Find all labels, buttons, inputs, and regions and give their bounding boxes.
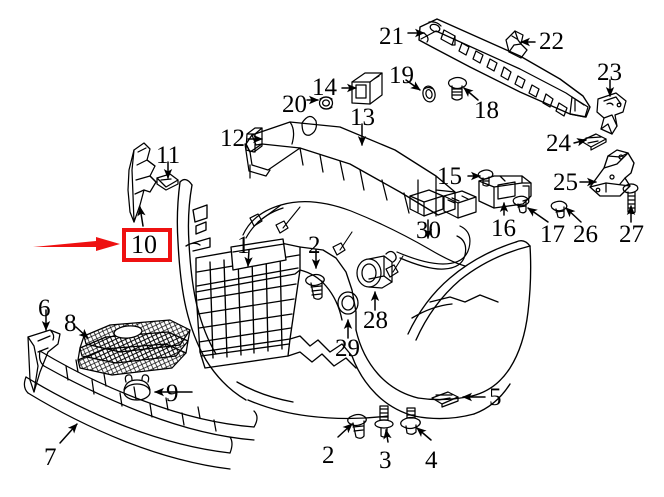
callout-label-21: 21 — [379, 23, 404, 50]
callout-label-14: 14 — [312, 74, 337, 101]
part-26-screw — [550, 200, 568, 219]
part-17-push-pin — [512, 195, 530, 214]
leader-3 — [383, 429, 392, 443]
callout-label-19: 19 — [389, 62, 414, 89]
part-28-parking-sensor — [356, 250, 397, 289]
callout-label-3: 3 — [379, 447, 392, 474]
part-9-cap-plug — [123, 374, 151, 401]
highlight-arrow — [33, 237, 120, 251]
callout-label-12: 12 — [220, 125, 245, 152]
callout-label-15: 15 — [437, 163, 462, 190]
part-24-plate-nut — [580, 133, 607, 151]
part-18-bolt — [447, 76, 468, 101]
callout-label-13: 13 — [350, 104, 375, 131]
callout-label-29: 29 — [335, 335, 360, 362]
callout-label-8: 8 — [64, 310, 77, 337]
callout-label-22: 22 — [539, 28, 564, 55]
callout-label-6: 6 — [38, 295, 51, 322]
part-22-bracket — [505, 30, 528, 59]
part-4-bolt — [400, 407, 421, 435]
leader-8 — [75, 326, 89, 339]
part-19-grommet — [422, 85, 436, 103]
part-20-plug — [318, 96, 334, 110]
part-3-screw — [374, 405, 394, 438]
leader-24 — [573, 138, 587, 147]
leader-10 — [137, 206, 146, 227]
callout-label-4: 4 — [425, 447, 438, 474]
callout-label-5: 5 — [489, 384, 502, 411]
callout-label-18: 18 — [474, 97, 499, 124]
part-21-impact-bar — [418, 18, 591, 118]
part-2-bolt-bottom — [347, 413, 367, 439]
callout-label-2b: 2 — [322, 442, 335, 469]
part-8-mesh-insert — [77, 319, 191, 376]
part-16-housing — [478, 175, 532, 209]
callout-label-16: 16 — [491, 215, 516, 242]
callout-label-20: 20 — [282, 91, 307, 118]
part-2-bolt-center — [305, 273, 325, 300]
part-5-clip-nut — [431, 391, 459, 408]
leader-19 — [405, 79, 421, 91]
callout-label-17: 17 — [540, 221, 565, 248]
part-1-bumper-cover-assembly — [176, 178, 532, 420]
leader-17 — [527, 207, 549, 223]
leader-7 — [59, 423, 78, 444]
callout-label-2a: 2 — [308, 232, 321, 259]
callout-label-11: 11 — [156, 142, 181, 169]
part-13-impact-absorber — [244, 115, 456, 217]
callout-label-1: 1 — [237, 232, 250, 259]
callout-label-25: 25 — [553, 169, 578, 196]
callout-label-7: 7 — [44, 444, 57, 471]
part-10-side-bracket — [127, 142, 157, 223]
part-7-lower-valance — [23, 350, 258, 470]
part-30-wiring-harness — [242, 189, 477, 278]
callout-label-24: 24 — [546, 130, 571, 157]
part-29-retaining-ring — [337, 291, 359, 315]
callout-label-30: 30 — [416, 217, 441, 244]
callout-label-23: 23 — [597, 59, 622, 86]
part-14-bracket-upper — [351, 72, 383, 105]
leader-2b — [337, 423, 353, 438]
leader-18 — [463, 87, 479, 101]
part-25-mounting-bracket — [589, 149, 635, 197]
part-23-side-bracket — [596, 92, 627, 135]
callout-label-27: 27 — [619, 221, 644, 248]
callout-label-26: 26 — [573, 221, 598, 248]
part-6-lower-spoiler-left — [27, 329, 61, 393]
highlight-label-10: 10 — [131, 230, 157, 259]
callout-label-9: 9 — [166, 380, 179, 407]
callout-label-28: 28 — [363, 307, 388, 334]
leader-4 — [416, 427, 432, 441]
leader-26 — [565, 207, 582, 223]
highlight-box-part-10[interactable] — [122, 228, 172, 262]
leader-1 — [244, 249, 253, 267]
